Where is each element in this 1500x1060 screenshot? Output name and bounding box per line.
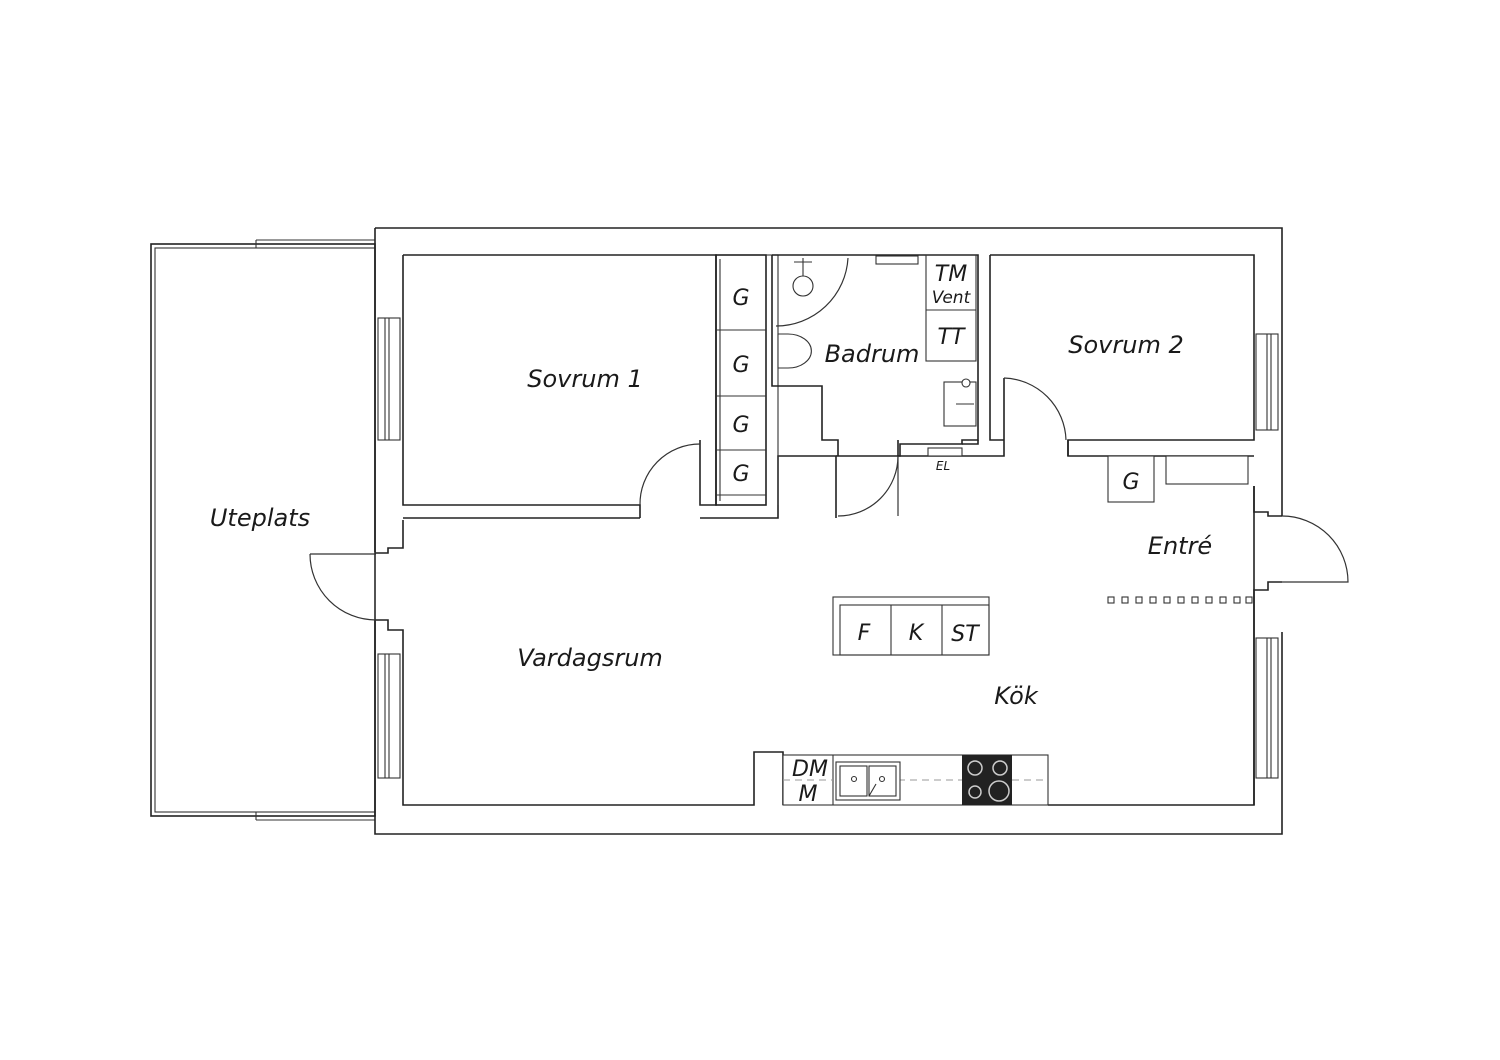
room-label-uteplats: Uteplats xyxy=(210,504,310,532)
wardrobe-label-1: G xyxy=(732,286,749,311)
microwave-label: M xyxy=(799,782,818,807)
vent-label: Vent xyxy=(932,288,972,308)
windows xyxy=(377,317,1279,779)
wardrobe-label-entre: G xyxy=(1122,470,1139,495)
wardrobe-label-3: G xyxy=(732,413,749,438)
double-sink-icon xyxy=(835,761,901,801)
kitchen-island xyxy=(832,596,990,656)
dishwasher-label: DM xyxy=(792,757,828,782)
room-label-sovrum1: Sovrum 1 xyxy=(527,365,642,393)
room-label-kok: Kök xyxy=(994,682,1039,710)
washing-machine-label: TM xyxy=(935,262,967,287)
outer-walls xyxy=(374,227,1283,835)
doors xyxy=(309,377,1349,621)
stove-label: ST xyxy=(951,622,980,647)
door-sovrum2 xyxy=(1003,377,1067,441)
door-uteplats xyxy=(309,553,377,621)
room-label-badrum: Badrum xyxy=(825,340,920,368)
door-entre xyxy=(1281,515,1349,583)
kitchen-counter xyxy=(782,754,1049,806)
shower-drain-icon xyxy=(792,275,814,297)
room-label-sovrum2: Sovrum 2 xyxy=(1068,331,1183,359)
bathroom-fixtures xyxy=(775,255,977,457)
interior-walls xyxy=(403,254,1255,519)
room-label-vardagsrum: Vardagsrum xyxy=(517,644,663,672)
wardrobe-label-4: G xyxy=(732,462,749,487)
fridge-label: F xyxy=(858,621,871,646)
electrical-label: EL xyxy=(936,459,950,473)
entre-fixtures xyxy=(1107,455,1253,604)
door-sovrum1 xyxy=(639,443,701,506)
toilet-icon xyxy=(777,333,812,369)
door-badrum xyxy=(837,455,899,517)
door-mat-line xyxy=(1107,596,1253,604)
freezer-label: K xyxy=(909,621,925,646)
room-label-entre: Entré xyxy=(1148,532,1212,560)
wardrobe-label-2: G xyxy=(732,353,749,378)
dryer-label: TT xyxy=(938,325,966,350)
electric-panel-icon xyxy=(927,447,963,457)
